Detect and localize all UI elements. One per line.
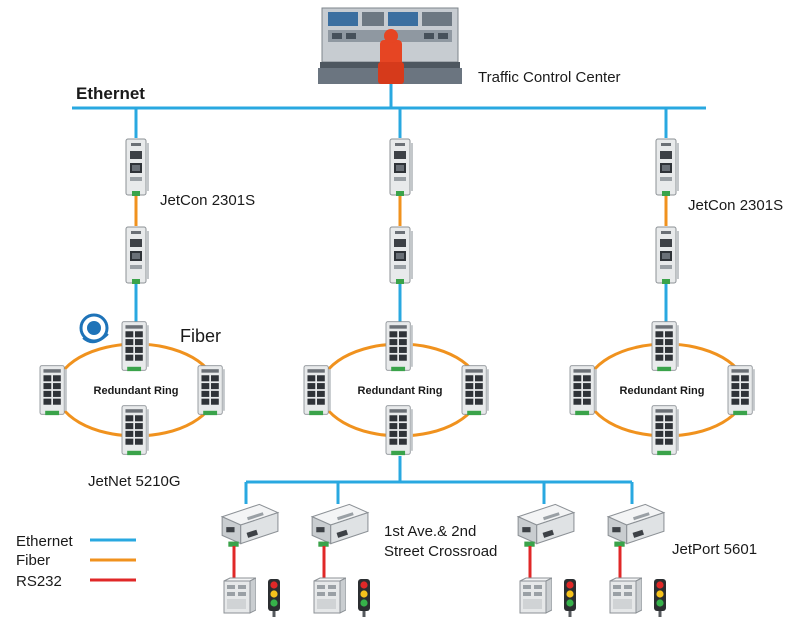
serial-device-server-icon — [311, 503, 369, 548]
super-ring-badge-icon — [79, 313, 109, 344]
ring-label-left: Redundant Ring — [94, 385, 179, 397]
traffic-controller-cabinet-icon — [609, 577, 642, 614]
operator-console-icon — [318, 7, 462, 84]
din-rail-switch-icon — [461, 365, 490, 416]
converter-label-right: JetCon 2301S — [688, 197, 783, 214]
legend-label-ethernet: Ethernet — [16, 533, 74, 550]
din-rail-switch-icon — [569, 365, 598, 416]
din-rail-switch-icon — [121, 321, 150, 372]
din-rail-switch-icon — [121, 405, 150, 456]
din-rail-switch-icon — [385, 321, 414, 372]
traffic-light-icon — [358, 579, 370, 617]
traffic-light-icon — [268, 579, 280, 617]
serial-device-server-icon — [517, 503, 575, 548]
din-rail-switch-icon — [303, 365, 332, 416]
traffic-light-icon — [564, 579, 576, 617]
din-rail-switch-icon — [39, 365, 68, 416]
din-rail-switch-icon — [197, 365, 226, 416]
legend-label-fiber: Fiber — [16, 552, 50, 569]
media-converter-icon — [389, 226, 414, 285]
converter-label-left: JetCon 2301S — [160, 192, 255, 209]
traffic-controller-cabinet-icon — [313, 577, 346, 614]
din-rail-switch-icon — [727, 365, 756, 416]
traffic-light-icon — [654, 579, 666, 617]
media-converter-icon — [389, 138, 414, 197]
din-rail-switch-icon — [385, 405, 414, 456]
serial-device-server-icon — [221, 503, 279, 548]
din-rail-switch-icon — [651, 321, 680, 372]
media-converter-icon — [125, 138, 150, 197]
traffic-controller-cabinet-icon — [223, 577, 256, 614]
ring-label-middle: Redundant Ring — [358, 385, 443, 397]
din-rail-switch-icon — [651, 405, 680, 456]
crossroad-label-line2: Street Crossroad — [384, 543, 497, 560]
legend: Ethernet Fiber RS232 — [16, 533, 136, 590]
serial-server-label: JetPort 5601 — [672, 541, 757, 558]
ring-label-right: Redundant Ring — [620, 385, 705, 397]
traffic-controller-cabinet-icon — [519, 577, 552, 614]
fiber-label: Fiber — [180, 326, 221, 346]
media-converter-icon — [125, 226, 150, 285]
media-converter-icon — [655, 138, 680, 197]
legend-label-rs232: RS232 — [16, 573, 62, 590]
ethernet-bus-label: Ethernet — [76, 84, 145, 103]
media-converter-icon — [655, 226, 680, 285]
crossroad-label-line1: 1st Ave.& 2nd — [384, 523, 476, 540]
serial-device-server-icon — [607, 503, 665, 548]
switch-model-label: JetNet 5210G — [88, 473, 181, 490]
control-center-label: Traffic Control Center — [478, 69, 621, 86]
